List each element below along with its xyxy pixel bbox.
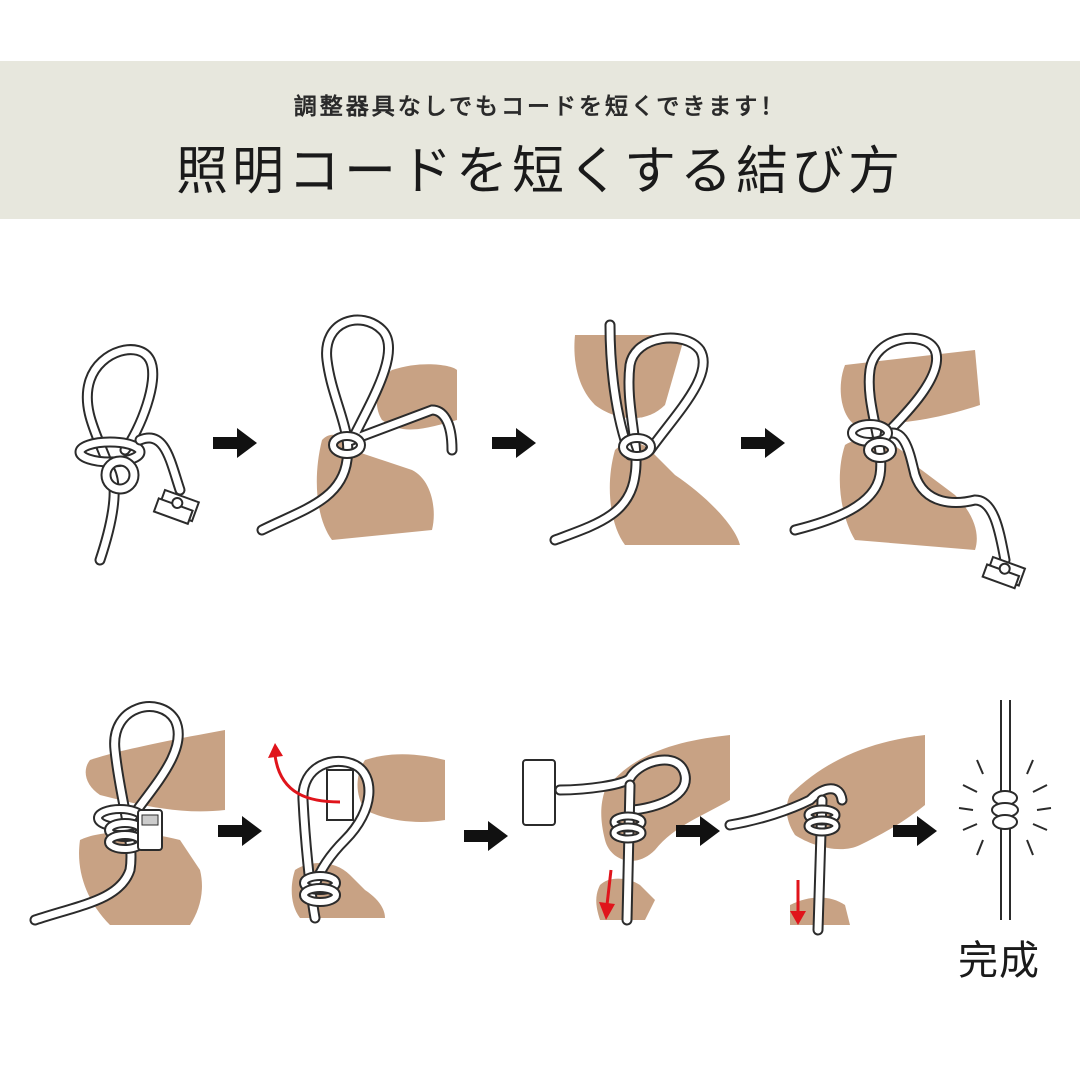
step-1-illustration bbox=[70, 340, 230, 566]
next-step-arrow-icon bbox=[464, 821, 508, 851]
step-6-illustration bbox=[265, 740, 445, 924]
page-title: 照明コードを短くする結び方 bbox=[175, 142, 904, 202]
next-step-arrow-icon bbox=[213, 428, 257, 458]
next-step-arrow-icon bbox=[893, 816, 937, 846]
next-step-arrow-icon bbox=[741, 428, 785, 458]
title-banner: 調整器具なしでもコードを短くできます！ 照明コードを短くする結び方 bbox=[0, 61, 1080, 219]
subtitle: 調整器具なしでもコードを短くできます！ bbox=[293, 94, 787, 120]
next-step-arrow-icon bbox=[492, 428, 536, 458]
completion-label: 完成 bbox=[958, 938, 1040, 984]
next-step-arrow-icon bbox=[676, 816, 720, 846]
step-5-illustration bbox=[29, 690, 230, 926]
step-3-illustration bbox=[549, 319, 745, 550]
step-9-finished-illustration bbox=[955, 700, 1055, 920]
step-8-illustration bbox=[724, 725, 930, 936]
step-4-illustration bbox=[785, 325, 1045, 590]
step-7-illustration bbox=[515, 730, 735, 930]
next-step-arrow-icon bbox=[218, 816, 262, 846]
step-2-illustration bbox=[256, 310, 462, 540]
